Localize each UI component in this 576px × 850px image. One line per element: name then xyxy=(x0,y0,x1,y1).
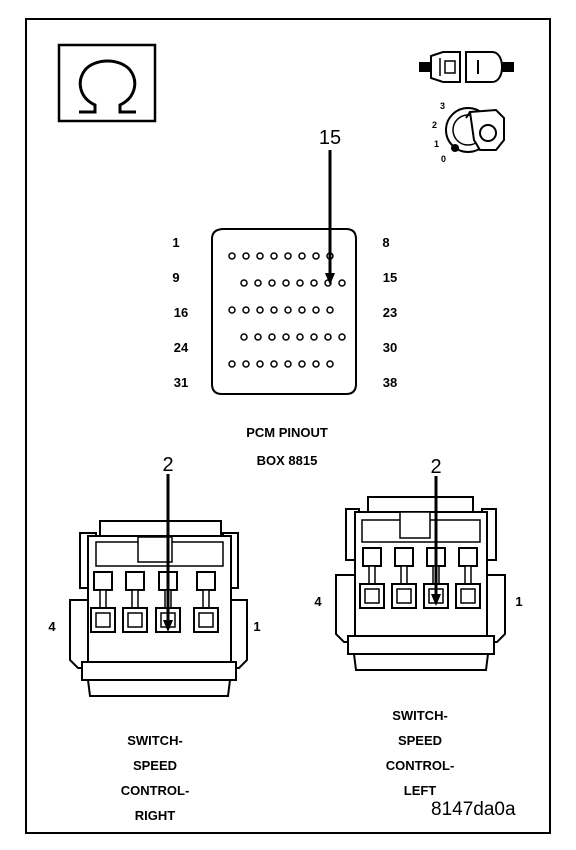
pcm-pin xyxy=(256,252,264,260)
ohm-icon xyxy=(57,43,157,123)
pcm-pin xyxy=(282,333,290,341)
ignition-pos-0: 0 xyxy=(441,154,446,164)
left-caption-line-3: CONTROL- xyxy=(385,758,455,773)
pcm-pin xyxy=(284,360,292,368)
ignition-pos-1: 1 xyxy=(434,139,439,149)
pcm-pin xyxy=(312,252,320,260)
pcm-pin xyxy=(310,333,318,341)
pcm-pin-grid xyxy=(228,252,346,368)
pcm-pin xyxy=(282,279,290,287)
connector-right-body xyxy=(69,474,248,697)
pcm-callout-number: 15 xyxy=(318,127,342,149)
pcm-pin xyxy=(338,279,346,287)
pcm-pin xyxy=(298,306,306,314)
pcm-title: PCM PINOUT xyxy=(246,425,328,440)
pcm-row-left-5: 31 xyxy=(173,375,189,390)
pcm-row-left-3: 16 xyxy=(173,305,189,320)
pcm-pin xyxy=(296,333,304,341)
terminal-cavity xyxy=(455,583,481,609)
left-connector-caption: SWITCH- SPEED CONTROL- LEFT xyxy=(370,703,470,803)
pcm-pin xyxy=(256,360,264,368)
left-caption-line-2: SPEED xyxy=(397,733,443,748)
right-caption-line-3: CONTROL- xyxy=(120,783,190,798)
pcm-row-left-1: 1 xyxy=(172,235,180,250)
ignition-key-icon: 3 2 1 0 xyxy=(432,101,505,164)
connector-left-body xyxy=(335,476,506,671)
pcm-pin xyxy=(228,252,236,260)
right-caption-line-2: SPEED xyxy=(132,758,178,773)
right-caption-line-4: RIGHT xyxy=(134,808,176,823)
pcm-pin xyxy=(270,252,278,260)
right-connector-caption: SWITCH- SPEED CONTROL- RIGHT xyxy=(105,728,205,828)
ignition-pos-3: 3 xyxy=(440,101,445,111)
pcm-pin xyxy=(242,252,250,260)
pcm-pin xyxy=(326,306,334,314)
pcm-row-right-3: 23 xyxy=(382,305,398,320)
right-pin-4-label: 4 xyxy=(48,619,56,634)
pcm-row-left-4: 24 xyxy=(173,340,189,355)
pcm-pin xyxy=(268,279,276,287)
pcm-pin xyxy=(256,306,264,314)
pcm-pin xyxy=(338,333,346,341)
pcm-pin xyxy=(254,333,262,341)
left-caption-line-1: SWITCH- xyxy=(392,708,448,723)
connector-unplugged-icon xyxy=(419,51,514,83)
terminal-latch xyxy=(362,547,382,567)
pcm-row-right-5: 38 xyxy=(382,375,398,390)
pcm-pin xyxy=(240,333,248,341)
pcm-row-right-1: 8 xyxy=(382,235,390,250)
ignition-pos-2: 2 xyxy=(432,120,437,130)
terminal-latch xyxy=(93,571,113,591)
pcm-pin xyxy=(296,279,304,287)
right-callout-number: 2 xyxy=(162,454,174,476)
terminal-latch xyxy=(458,547,478,567)
pcm-row-right-4: 30 xyxy=(382,340,398,355)
pcm-pin xyxy=(298,252,306,260)
left-callout-number: 2 xyxy=(430,456,442,478)
pcm-pin xyxy=(268,333,276,341)
pcm-row-right-2: 15 xyxy=(382,270,398,285)
diagram-frame xyxy=(25,18,551,834)
left-caption-line-4: LEFT xyxy=(403,783,437,798)
pcm-pin xyxy=(310,279,318,287)
left-pin-1-label: 1 xyxy=(515,594,523,609)
left-pin-4-label: 4 xyxy=(314,594,322,609)
pcm-pin xyxy=(242,360,250,368)
pcm-pin xyxy=(312,306,320,314)
pcm-pin xyxy=(324,333,332,341)
terminal-latch xyxy=(125,571,145,591)
pcm-pin xyxy=(284,252,292,260)
terminal-latch xyxy=(196,571,216,591)
right-pin-1-label: 1 xyxy=(253,619,261,634)
pcm-pin xyxy=(254,279,262,287)
pcm-pin xyxy=(312,360,320,368)
pcm-pin xyxy=(270,360,278,368)
pcm-pin xyxy=(228,360,236,368)
terminal-latch xyxy=(394,547,414,567)
pcm-pin xyxy=(228,306,236,314)
pcm-pin xyxy=(326,360,334,368)
pcm-connector xyxy=(211,150,357,395)
right-caption-line-1: SWITCH- xyxy=(127,733,183,748)
pcm-row-left-2: 9 xyxy=(172,270,180,285)
figure-id: 8147da0a xyxy=(431,799,516,820)
pcm-pin xyxy=(298,360,306,368)
pcm-pin xyxy=(242,306,250,314)
pcm-pin xyxy=(240,279,248,287)
pcm-pin xyxy=(270,306,278,314)
pcm-pin xyxy=(284,306,292,314)
pcm-subtitle: BOX 8815 xyxy=(256,453,318,468)
